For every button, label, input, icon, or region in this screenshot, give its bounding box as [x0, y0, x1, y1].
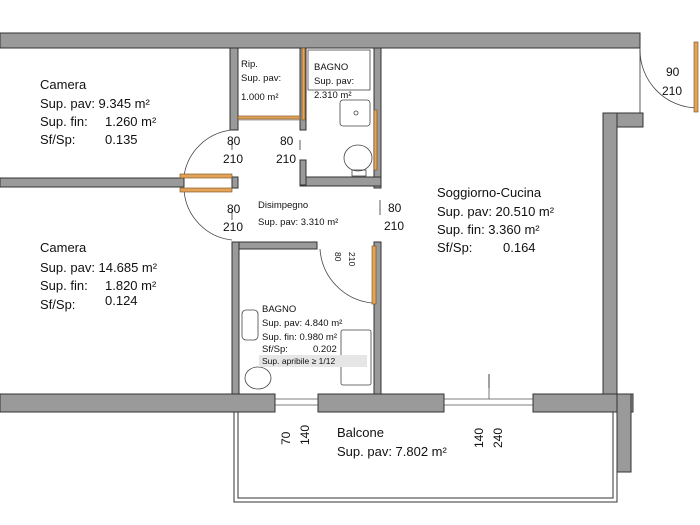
bidet-bottom: [241, 309, 259, 341]
camera-bottom-name: Camera: [40, 240, 87, 255]
rip-sup-pav-value: 1.000 m²: [241, 92, 279, 103]
camera-top-name: Camera: [40, 77, 87, 92]
bagno-bottom-sup-fin: Sup. fin: 0.980 m²: [262, 332, 337, 343]
entrance-door-width: 90: [666, 65, 680, 79]
entrance-door-height: 210: [662, 84, 682, 98]
wall-bagno2-top: [231, 241, 318, 250]
soggiorno-name: Soggiorno-Cucina: [437, 185, 542, 200]
bagno-bottom-sfsp-value: 0.202: [313, 344, 337, 355]
camera-bottom-sfsp-label: Sf/Sp:: [40, 297, 75, 312]
rip-door-leaf-bottom: [237, 115, 301, 120]
balcone-window-b-height: 240: [491, 428, 505, 448]
soggiorno-sfsp-label: Sf/Sp:: [437, 240, 472, 255]
camera-top-sup-fin-value: 1.260 m²: [105, 114, 157, 129]
wall-bagno2-left: [231, 241, 240, 398]
soggiorno-door-swing: [319, 248, 373, 304]
bagno-bottom-door-width: 80: [333, 252, 343, 262]
wall-bagno-bottom: [299, 176, 382, 187]
rip-name: Rip.: [241, 59, 258, 70]
camera-bottom-door-leaf: [179, 187, 233, 193]
balcone-name: Balcone: [337, 425, 384, 440]
wall-bottom-right-vert: [616, 393, 632, 473]
rip-door-leaf: [301, 47, 306, 121]
soggiorno-door-height: 210: [384, 219, 404, 233]
wall-cameras-divider: [0, 177, 185, 188]
wall-bottom-right: [532, 393, 634, 413]
camera-top-sfsp-value: 0.135: [105, 132, 138, 147]
balcone-sup-pav: Sup. pav: 7.802 m²: [337, 444, 448, 459]
camera-top-sup-pav: Sup. pav: 9.345 m²: [40, 96, 151, 111]
entrance-door-swing: [639, 49, 698, 109]
rip-door-height: 210: [276, 152, 296, 166]
disimpegno-sup-pav: Sup. pav: 3.310 m²: [258, 217, 338, 228]
balcony-outline: [233, 412, 618, 503]
bagno-bottom-door-height: 210: [347, 252, 357, 266]
bagno-top-name: BAGNO: [314, 62, 348, 73]
wall-cameras-divider-end: [231, 176, 239, 189]
soggiorno-sfsp-value: 0.164: [503, 240, 536, 255]
doors: [183, 48, 698, 304]
balcone-window-a-height: 140: [298, 425, 312, 445]
soggiorno-sup-pav: Sup. pav: 20.510 m²: [437, 204, 555, 219]
wall-bottom-mid: [317, 393, 445, 413]
rip-door-width: 80: [280, 134, 294, 148]
camera-top-door-leaf: [179, 173, 233, 179]
bagno-top-sup-pav-value: 2.310 m²: [314, 90, 352, 101]
soggiorno-door-leaf: [371, 245, 377, 305]
camera-bottom-sup-fin-label: Sup. fin:: [40, 278, 88, 293]
disimpegno-name: Disimpegno: [258, 200, 308, 211]
balcone-window-a-width: 70: [279, 431, 293, 445]
camera-bottom-door-width: 80: [227, 202, 241, 216]
bagno-bottom-name: BAGNO: [262, 304, 296, 315]
camera-bottom-sfsp-value: 0.124: [105, 293, 138, 308]
soggiorno-door-width: 80: [388, 201, 402, 215]
bagno-top-door-leaf: [373, 109, 378, 171]
camera-bottom-door-height: 210: [223, 220, 243, 234]
shower-top: [307, 49, 371, 91]
camera-bottom-sup-fin-value: 1.820 m²: [105, 278, 157, 293]
entrance-door-leaf: [693, 41, 699, 113]
camera-top-door-width: 80: [227, 134, 241, 148]
camera-top-sfsp-label: Sf/Sp:: [40, 132, 75, 147]
balcony-windows: [275, 374, 533, 406]
wall-top: [0, 32, 641, 49]
wall-bagno-left-low: [299, 159, 307, 186]
wall-rip-left: [229, 47, 239, 131]
washbasin-top: [339, 99, 371, 127]
bagno-bottom-sup-pav: Sup. pav: 4.840 m²: [262, 318, 342, 329]
camera-top-door-height: 210: [223, 152, 243, 166]
door-leaves: [179, 41, 699, 305]
camera-top-door-swing: [183, 129, 233, 177]
wall-right-vertical: [602, 112, 618, 410]
bagno-bottom-apribile: Sup. apribile ≥ 1/12: [262, 356, 335, 366]
wc-bottom: [244, 366, 272, 390]
rip-sup-pav-label: Sup. pav:: [241, 73, 281, 84]
camera-bottom-sup-pav: Sup. pav: 14.685 m²: [40, 260, 158, 275]
camera-bottom-door-swing: [183, 189, 233, 241]
balcone-window-b-width: 140: [472, 428, 486, 448]
wall-bottom-left: [0, 393, 276, 413]
dim-ticks: [231, 140, 490, 388]
soggiorno-sup-fin: Sup. fin: 3.360 m²: [437, 222, 540, 237]
bagno-bottom-apribile-bg: [259, 355, 367, 367]
bagno-top-sup-pav-label: Sup. pav:: [314, 76, 354, 87]
camera-top-sup-fin-label: Sup. fin:: [40, 114, 88, 129]
wc-top: [343, 144, 373, 172]
bagno-bottom-sfsp-label: Sf/Sp:: [262, 344, 288, 355]
